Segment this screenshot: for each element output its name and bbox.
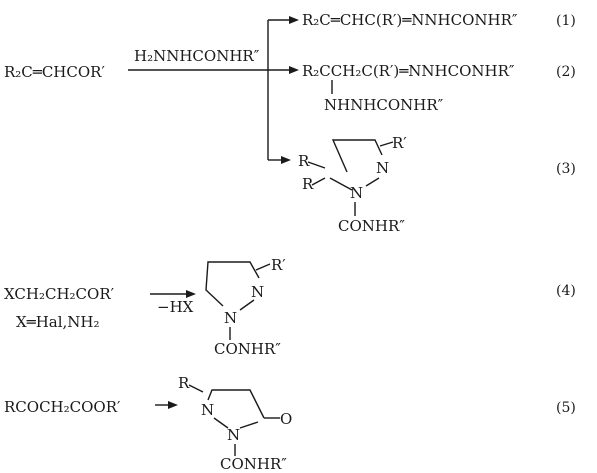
product-5-carbonyl-o: O [280, 410, 292, 428]
product-1: R₂C═CHC(R′)═NNHCONHR″ [302, 11, 518, 29]
reagent-semicarbazide: H₂NNHCONHR″ [134, 47, 260, 65]
product-3-substituent: CONHR″ [338, 217, 405, 235]
label-1: (1) [556, 13, 576, 29]
product-3-ring-n-lower: N [350, 184, 363, 202]
product-3-bond-r-upper [307, 161, 326, 169]
reactant-4-condition: X═Hal,NH₂ [16, 313, 100, 331]
product-5-ring-n-upper: N [201, 401, 214, 419]
product-4-ring-bond-nn [239, 299, 255, 311]
product-5-bond-r [188, 384, 204, 393]
label-3: (3) [556, 161, 576, 177]
product-3-ring-bond-nn [365, 177, 380, 187]
arrowhead-product-2 [289, 66, 299, 74]
product-3-ring-bond-c-n [329, 177, 353, 191]
product-3-sub-r-upper: R [298, 152, 310, 170]
product-3-sub-r-lower: R [302, 175, 314, 193]
product-4-ring-n-upper: N [251, 283, 264, 301]
product-3-bond-r-prime [379, 141, 394, 147]
arrowhead-product-3 [281, 156, 291, 164]
product-3-bond-r-lower [311, 177, 326, 186]
product-2-main: R₂CCH₂C(R′)═NNHCONHR″ [302, 62, 515, 80]
product-5-ring-bond-nn [213, 417, 229, 429]
product-4-substituent: CONHR″ [214, 340, 281, 358]
product-5-sub-r: R [178, 374, 190, 392]
product-4-bond-r-prime [255, 263, 271, 271]
arrowhead-4 [186, 290, 196, 298]
product-5-ring-bond-n-c [239, 421, 259, 429]
product-4-ring-n-lower: N [224, 309, 237, 327]
product-3-ring-n-upper: N [376, 159, 389, 177]
product-4-ring [205, 261, 260, 307]
product-4-sub-r-prime: R′ [271, 256, 286, 274]
reactant-5: RCOCH₂COOR′ [4, 398, 121, 416]
arrowhead-product-1 [289, 16, 299, 24]
label-5: (5) [556, 400, 576, 416]
product-5-ring [207, 389, 265, 419]
product-5-ring-n-lower: N [227, 426, 240, 444]
eliminated-4: −HX [157, 298, 194, 316]
product-2-branch: NHNHCONHR″ [324, 96, 444, 114]
reactant-4: XCH₂CH₂COR′ [4, 285, 115, 303]
reactant-enone: R₂C═CHCOR′ [4, 63, 105, 81]
label-2: (2) [556, 64, 576, 80]
arrowhead-5 [168, 401, 178, 409]
label-4: (4) [556, 283, 576, 299]
product-5-substituent: CONHR″ [220, 455, 287, 473]
product-3-ring [331, 139, 383, 173]
product-3-sub-r-prime: R′ [392, 134, 407, 152]
